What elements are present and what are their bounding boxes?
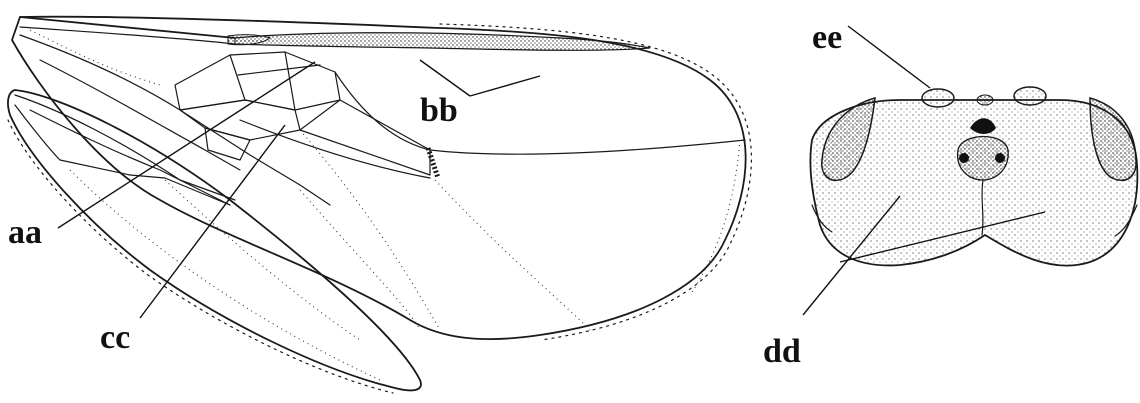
hindwing-dotted-2: [165, 180, 360, 340]
stigma: [235, 33, 650, 51]
label-bb: bb: [420, 92, 458, 129]
socket-dot-right: [995, 153, 1005, 163]
leader-bb-2: [420, 60, 470, 96]
label-cc: cc: [100, 319, 130, 356]
wing-margin-setae: [440, 24, 751, 340]
cell-1: [175, 52, 340, 110]
ocellus-right: [1014, 87, 1046, 105]
cell-5: [230, 55, 245, 100]
socket-dot-left: [959, 153, 969, 163]
hindwing-outline: [8, 90, 421, 390]
dotted-vein-2: [435, 180, 590, 330]
vein-r: [20, 35, 330, 205]
leader-aa: [58, 62, 315, 228]
ocellus-median: [977, 95, 993, 105]
leader-bb: [470, 76, 540, 96]
cell-4: [300, 100, 430, 175]
ocellus-left: [922, 89, 954, 107]
hindwing: [8, 90, 421, 393]
vein-rs: [335, 72, 745, 154]
label-dd: dd: [763, 333, 801, 370]
vein-m: [40, 60, 240, 170]
leader-ee: [848, 26, 930, 88]
label-ee: ee: [812, 19, 842, 56]
dotted-vein-5: [690, 140, 740, 295]
cell-3: [205, 128, 250, 160]
dotted-vein-3: [300, 130, 440, 330]
label-aa: aa: [8, 214, 42, 251]
vein-lower: [240, 120, 430, 178]
forewing-outline: [12, 17, 746, 339]
head: [810, 87, 1137, 266]
forewing: [12, 17, 751, 340]
dotted-vein-1: [30, 30, 160, 85]
